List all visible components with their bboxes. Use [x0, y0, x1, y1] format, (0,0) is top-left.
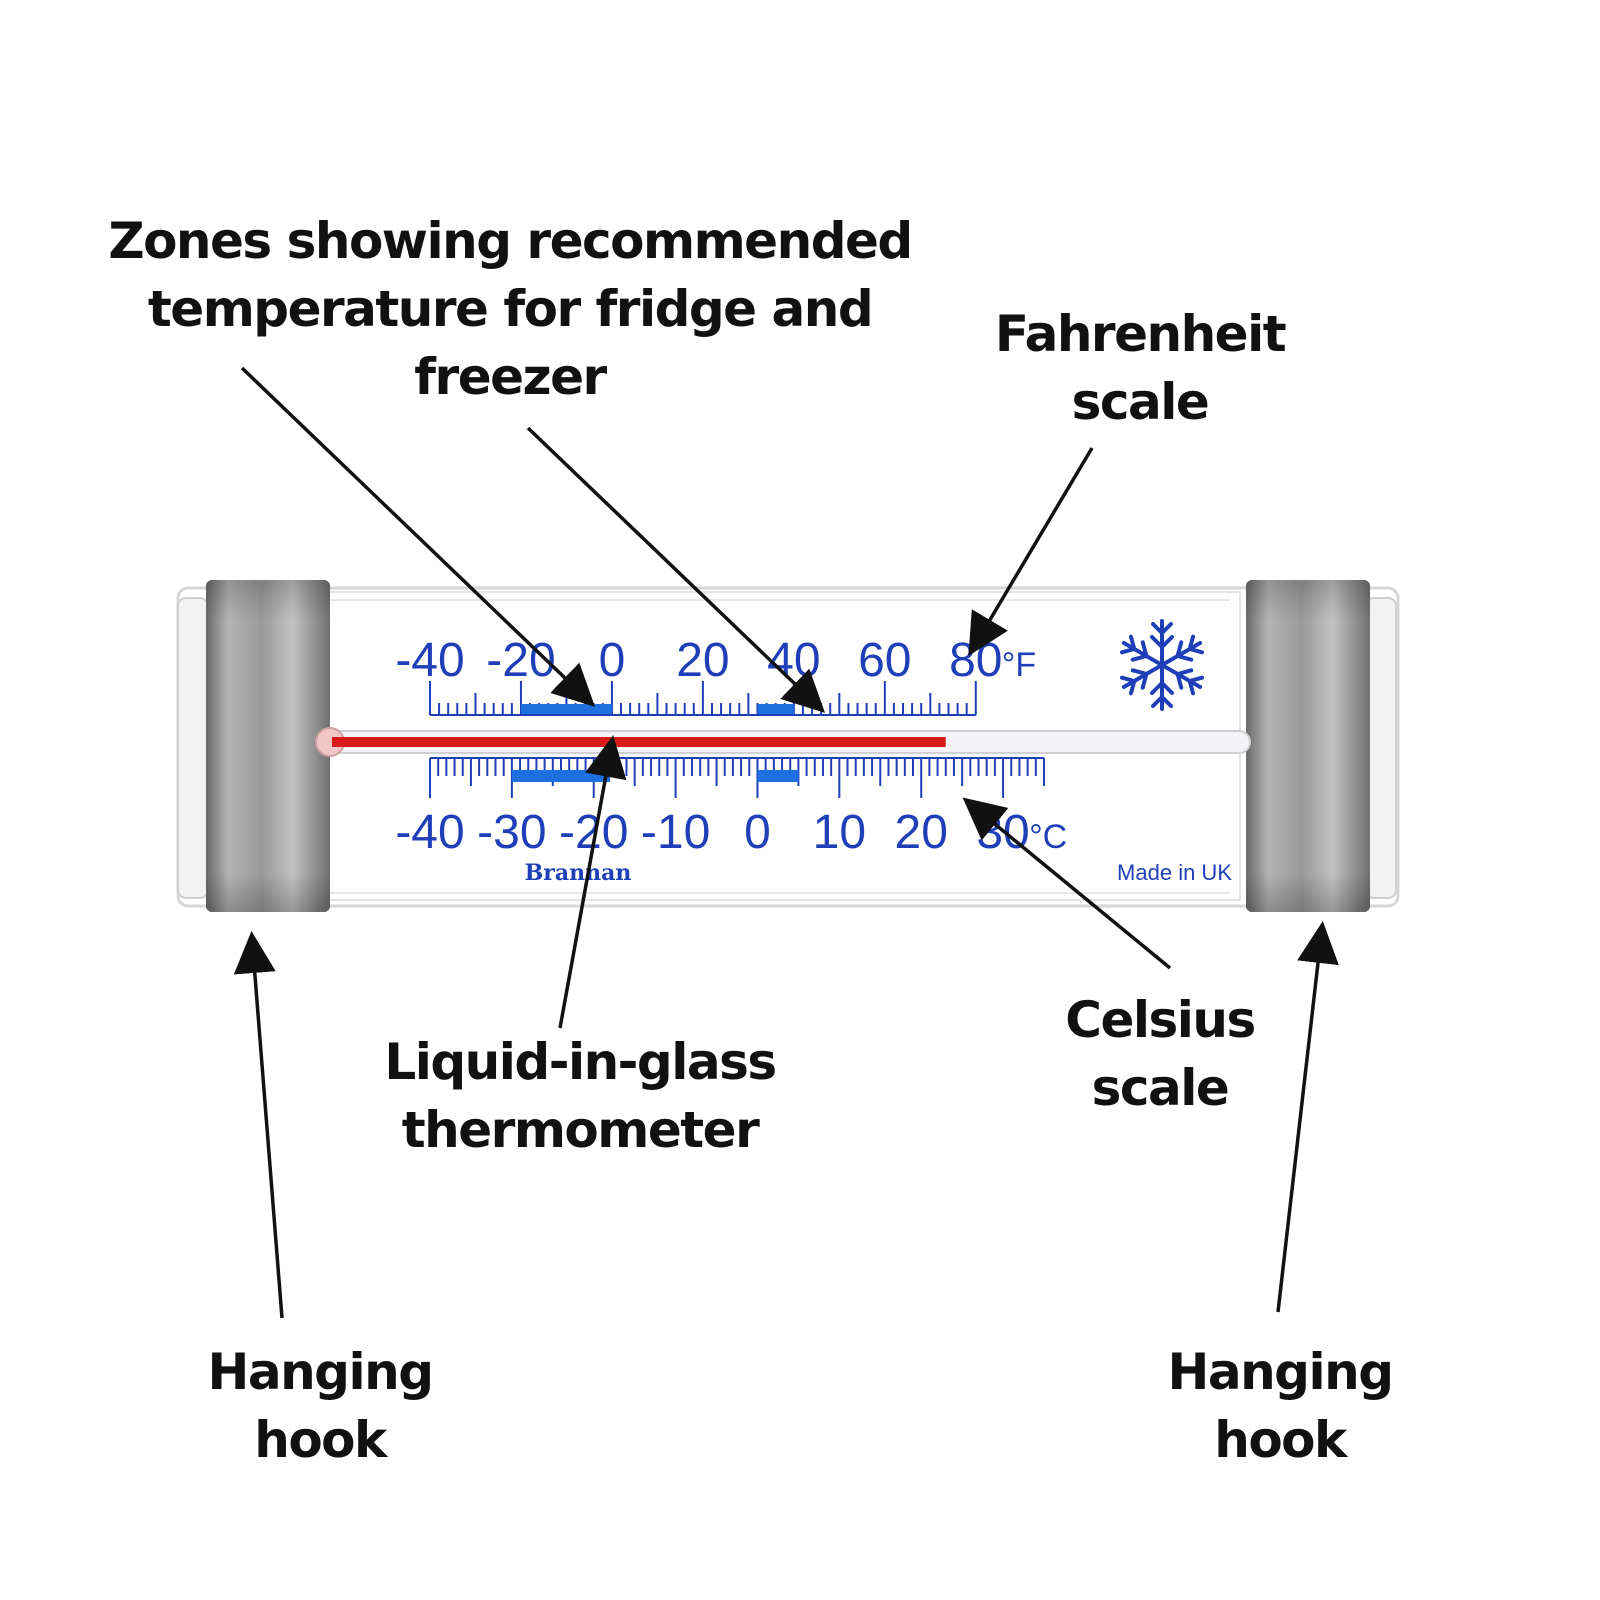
fahrenheit-unit: °F	[1002, 646, 1036, 684]
callout-hook-right: Hanging hook	[1110, 1338, 1450, 1474]
arrow-hook-left	[252, 938, 282, 1318]
celsius-unit: °C	[1029, 818, 1067, 856]
fahrenheit-tick-label: 0	[599, 634, 626, 687]
callout-liquid: Liquid-in-glass thermometer	[340, 1028, 820, 1164]
celsius-zone	[757, 770, 798, 782]
fahrenheit-tick-label: 60	[858, 634, 911, 687]
celsius-tick-label: -30	[477, 806, 546, 859]
brand-label: Brannan	[525, 860, 632, 886]
liquid-column	[332, 737, 946, 747]
fahrenheit-tick-label: 20	[676, 634, 729, 687]
fahrenheit-tick-label: -40	[395, 634, 464, 687]
celsius-tick-label: -40	[395, 806, 464, 859]
fahrenheit-tick-label: 40	[767, 634, 820, 687]
callout-fahrenheit: Fahrenheit scale	[950, 300, 1330, 436]
callout-zones: Zones showing recommended temperature fo…	[50, 207, 970, 411]
celsius-tick-label: 20	[895, 806, 948, 859]
celsius-zone	[512, 770, 610, 782]
hanging-hook-right	[1246, 580, 1396, 912]
celsius-tick-label: 10	[813, 806, 866, 859]
hanging-hook-left	[178, 580, 330, 912]
fahrenheit-zone	[521, 704, 612, 714]
callout-celsius: Celsius scale	[970, 986, 1350, 1122]
celsius-tick-label: 0	[744, 806, 771, 859]
fahrenheit-zone	[757, 704, 793, 714]
origin-label: Made in UK	[1117, 860, 1232, 885]
celsius-tick-label: -10	[641, 806, 710, 859]
callout-hook-left: Hanging hook	[150, 1338, 490, 1474]
